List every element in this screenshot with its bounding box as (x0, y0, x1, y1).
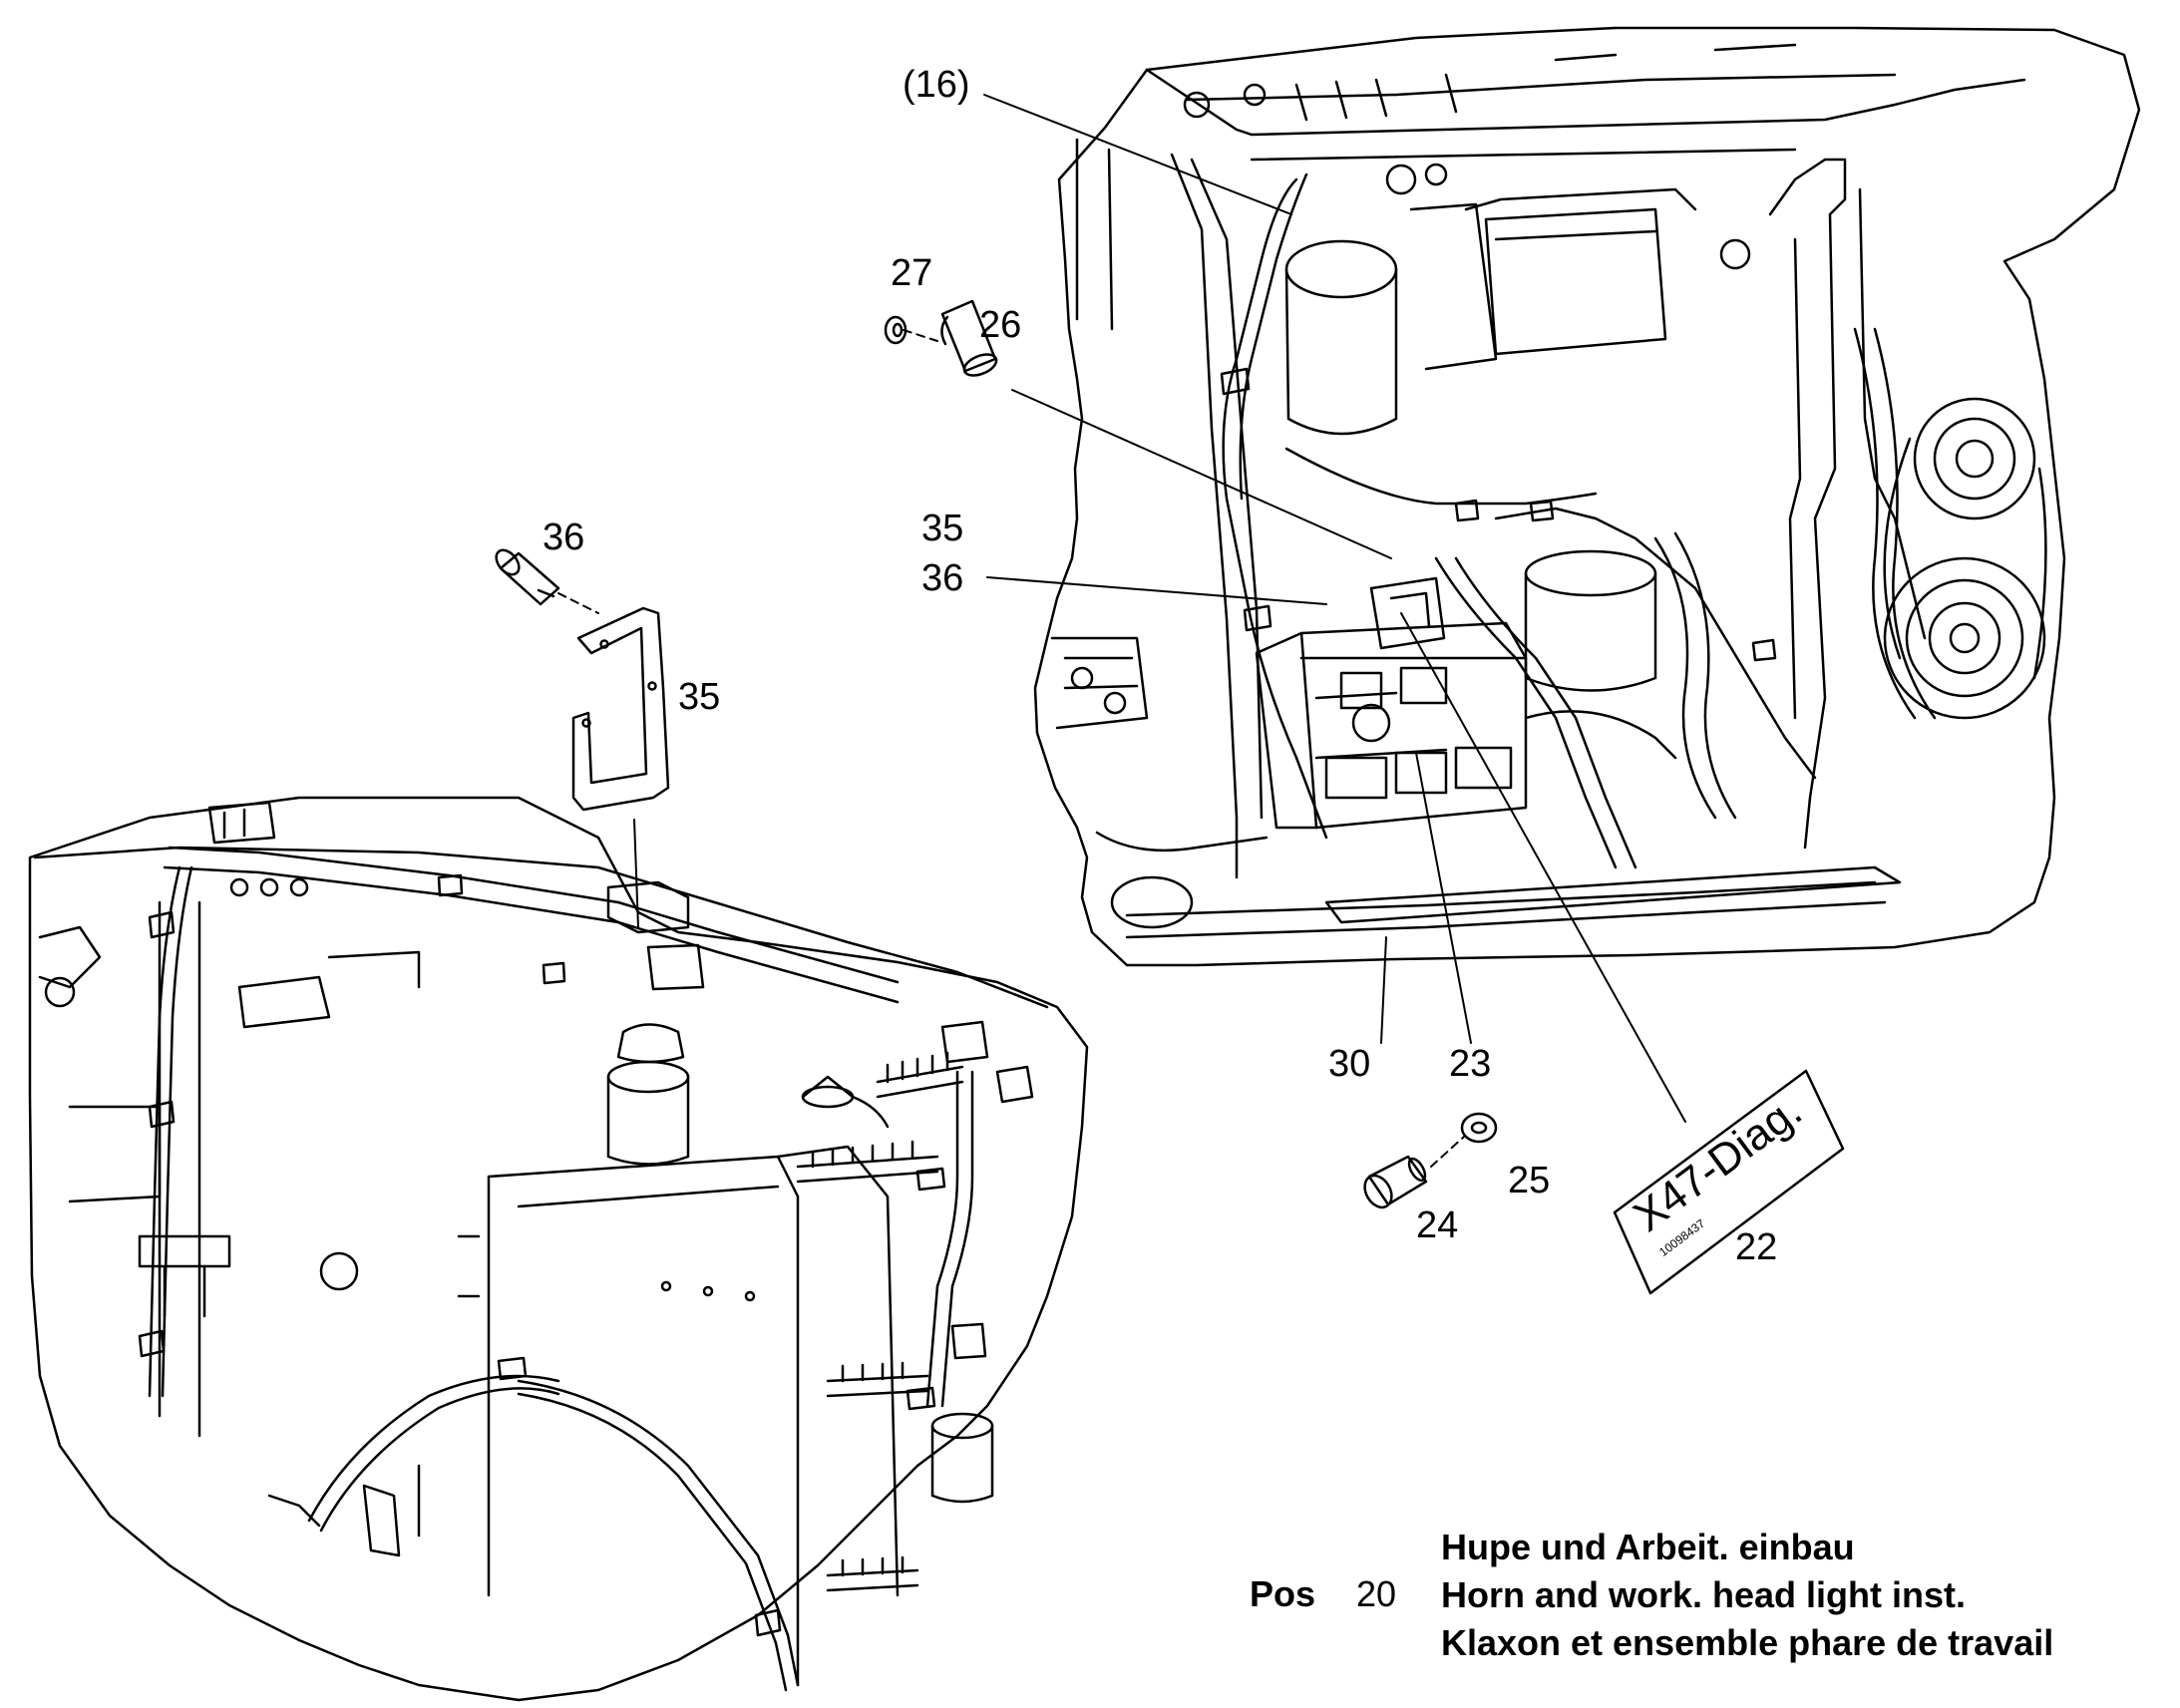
part-35-bracket (571, 606, 670, 812)
part-26-screw (940, 299, 998, 377)
lower-assembly (28, 796, 1089, 1702)
callout-35-mid: 35 (921, 508, 964, 549)
callout-23: 23 (1449, 1043, 1492, 1085)
upper-assembly (1033, 26, 2141, 967)
caption-line-de: Hupe und Arbeit. einbau (1441, 1527, 1855, 1567)
part-24-screw (1363, 1155, 1428, 1209)
tag-label-group: X47-Diag. 10098437 (1625, 1086, 1810, 1259)
callout-26: 26 (979, 304, 1022, 346)
caption-line-en: Horn and work. head light inst. (1441, 1574, 1967, 1615)
part-25-washer (1460, 1112, 1498, 1144)
callout-24: 24 (1416, 1204, 1459, 1246)
tag-text: X47-Diag. (1625, 1086, 1810, 1241)
callout-27: 27 (891, 252, 933, 294)
callout-22: 22 (1735, 1226, 1778, 1268)
part-36-screw (495, 548, 560, 606)
callout-16: (16) (903, 64, 970, 106)
caption-pos-label: Pos (1250, 1573, 1316, 1614)
callout-36-top: 36 (543, 516, 585, 558)
callout-30: 30 (1328, 1043, 1371, 1085)
caption-line-fr: Klaxon et ensemble phare de travail (1441, 1622, 2054, 1663)
callout-25: 25 (1508, 1160, 1551, 1201)
callout-36-mid: 36 (921, 557, 964, 599)
callout-35-right: 35 (678, 676, 721, 718)
caption-pos-number: 20 (1356, 1573, 1397, 1614)
part-22-tag (1613, 1069, 1845, 1295)
leader-lines (557, 94, 1686, 1168)
